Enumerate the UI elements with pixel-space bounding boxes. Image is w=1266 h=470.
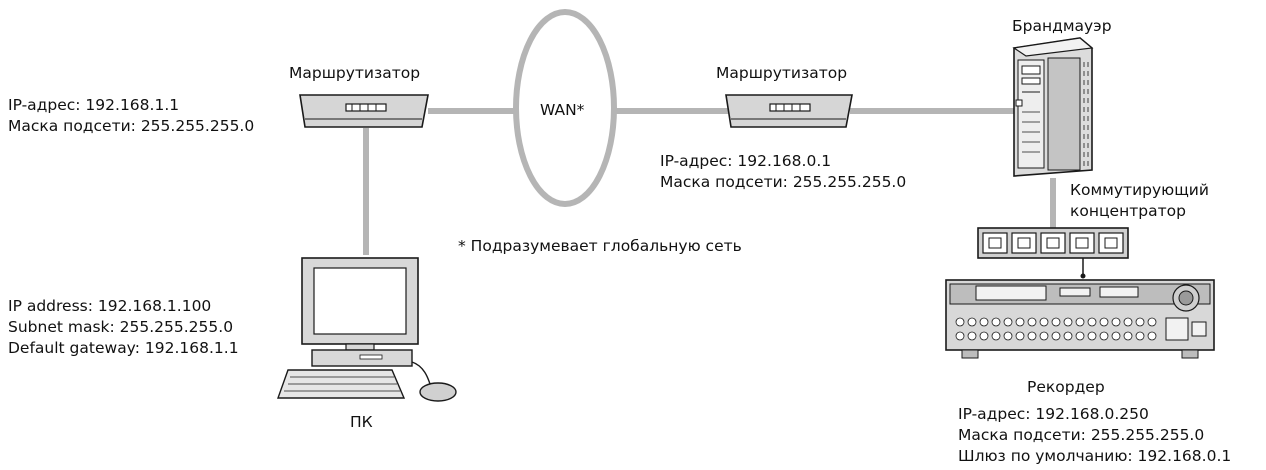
connectors — [363, 108, 1056, 255]
switching-hub-icon — [977, 227, 1129, 259]
recorder-icon — [945, 279, 1215, 359]
hub-label: Коммутирующий концентратор — [1070, 180, 1209, 222]
pc-ip: IP address: 192.168.1.100 — [8, 297, 212, 315]
pc-label: ПК — [350, 413, 373, 431]
pc-icon — [277, 257, 457, 402]
router-left-icon — [299, 94, 429, 128]
router-right-ip: IP-адрес: 192.168.0.1 — [660, 152, 832, 170]
router-left-mask: Маска подсети: 255.255.255.0 — [8, 117, 255, 135]
router-right-settings: IP-адрес: 192.168.0.1 Маска подсети: 255… — [660, 151, 906, 193]
recorder-mask: Маска подсети: 255.255.255.0 — [958, 426, 1205, 444]
router-left-ip: IP-адрес: 192.168.1.1 — [8, 96, 180, 114]
wan-label: WAN* — [540, 101, 585, 119]
pc-settings: IP address: 192.168.1.100 Subnet mask: 2… — [8, 296, 239, 359]
wan-footnote: * Подразумевает глобальную сеть — [458, 237, 742, 255]
firewall-icon — [1012, 37, 1094, 177]
recorder-ip: IP-адрес: 192.168.0.250 — [958, 405, 1149, 423]
router-right-label: Маршрутизатор — [716, 64, 848, 82]
pc-mask: Subnet mask: 255.255.255.0 — [8, 318, 234, 336]
link-hub-recorder-dot — [1080, 273, 1086, 279]
wan-ellipse — [513, 9, 617, 207]
recorder-gateway: Шлюз по умолчанию: 192.168.0.1 — [958, 447, 1232, 465]
hub-label-line1: Коммутирующий — [1070, 181, 1209, 199]
pc-gateway: Default gateway: 192.168.1.1 — [8, 339, 239, 357]
recorder-label: Рекордер — [1027, 378, 1105, 396]
router-left-label: Маршрутизатор — [289, 64, 421, 82]
hub-label-line2: концентратор — [1070, 202, 1186, 220]
firewall-label: Брандмауэр — [1012, 17, 1112, 35]
router-right-icon — [725, 94, 853, 128]
router-left-settings: IP-адрес: 192.168.1.1 Маска подсети: 255… — [8, 95, 254, 137]
router-right-mask: Маска подсети: 255.255.255.0 — [660, 173, 907, 191]
recorder-settings: IP-адрес: 192.168.0.250 Маска подсети: 2… — [958, 404, 1231, 467]
